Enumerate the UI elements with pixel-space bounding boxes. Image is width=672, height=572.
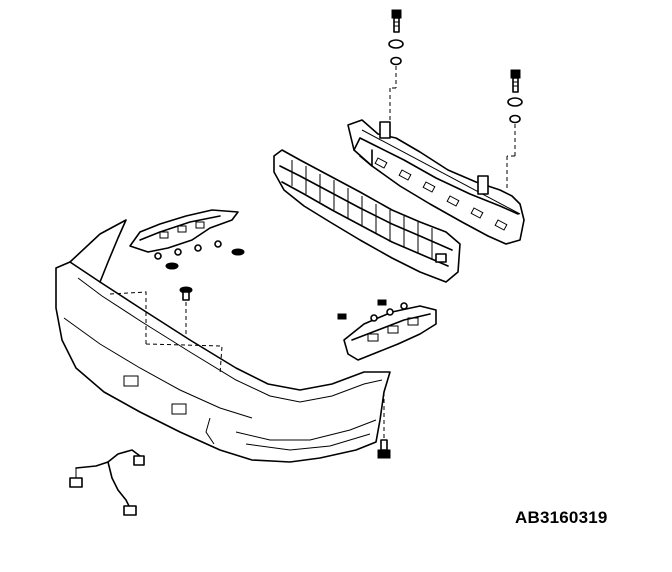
- upper-left-bolt-stack: [388, 9, 404, 128]
- bumper-reinforcement-beam: [347, 119, 525, 245]
- lower-bumper-bolt: [377, 392, 391, 459]
- absorber-ribs: [291, 160, 433, 260]
- figure-reference-code: AB3160319: [515, 508, 608, 527]
- rear-wiring-harness: [69, 449, 145, 516]
- rear-bumper-cover: [55, 219, 391, 463]
- right-side-bracket: [337, 299, 437, 361]
- upper-right-bolt-stack: [506, 69, 523, 188]
- left-side-bracket: [129, 209, 239, 260]
- energy-absorber: [273, 149, 461, 283]
- left-bracket-clips: [165, 248, 245, 270]
- beam-slots: [374, 157, 508, 231]
